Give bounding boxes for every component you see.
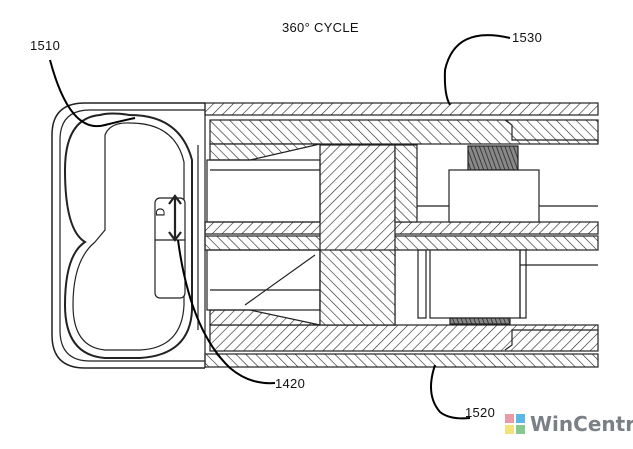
bottom-inner-plate (209, 324, 599, 352)
dimension-arrow-icon (168, 194, 182, 242)
middle-plate-top (204, 221, 599, 235)
fluid-bladder (63, 112, 193, 359)
leader-1420 (177, 239, 276, 385)
leader-1530 (443, 34, 511, 106)
top-inner-plate (209, 119, 599, 145)
housing-outline (51, 102, 205, 369)
spring (467, 145, 519, 171)
lower-block (429, 249, 521, 319)
dimension-label: D (153, 207, 168, 217)
leader-1520 (430, 364, 471, 420)
top-outer-plate (204, 102, 599, 116)
figure-title: 360° CYCLE (282, 20, 359, 35)
windows-logo-icon (505, 414, 525, 434)
label-1530: 1530 (512, 30, 543, 45)
label-1520: 1520 (465, 405, 496, 420)
watermark-text: WinCentral (530, 412, 633, 436)
spring-block (448, 169, 540, 223)
middle-plate-bottom (204, 235, 599, 251)
label-1420: 1420 (275, 376, 306, 391)
label-1510: 1510 (30, 38, 61, 53)
watermark: WinCentral (505, 412, 633, 436)
leader-1510 (49, 59, 136, 128)
bottom-outer-plate (204, 353, 599, 368)
